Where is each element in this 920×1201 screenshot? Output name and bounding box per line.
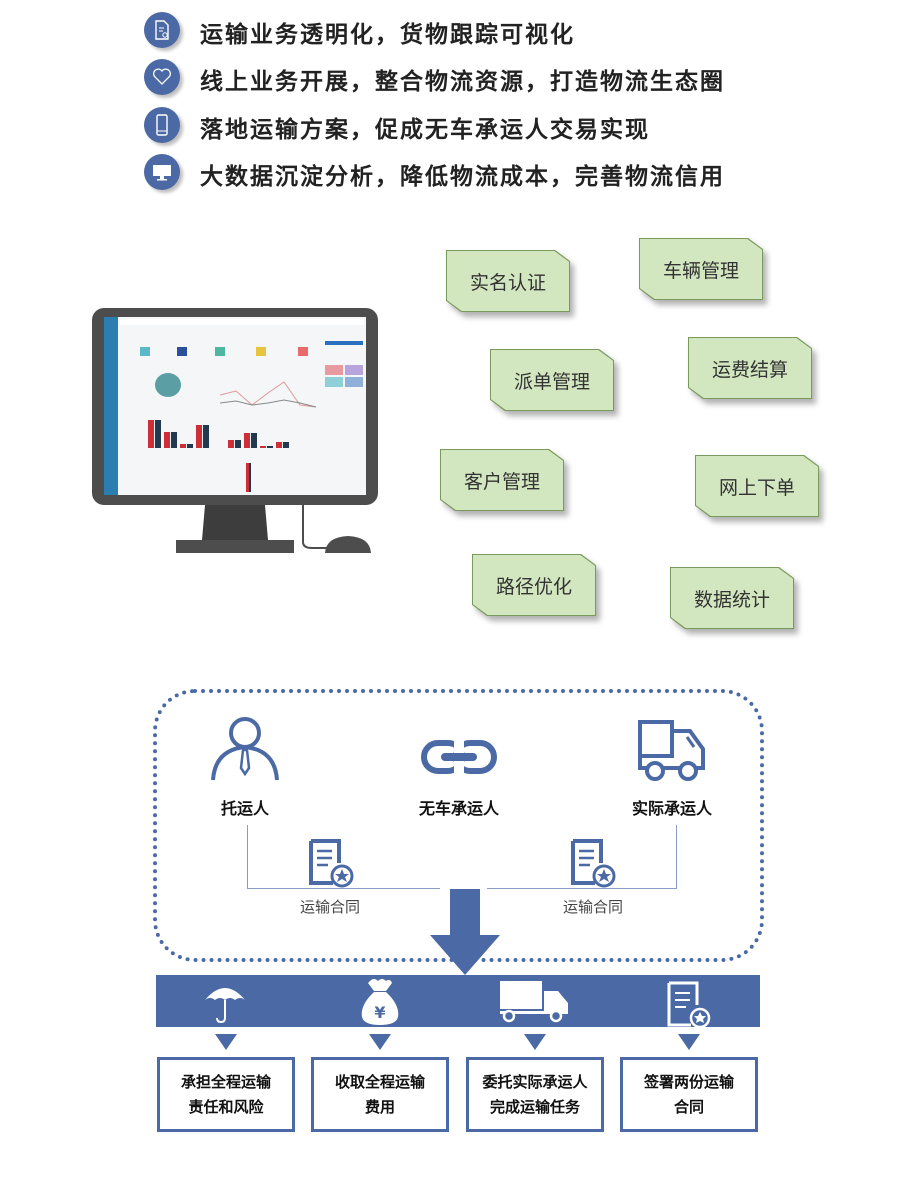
contract-icon: [308, 838, 354, 892]
monitor-illustration: [90, 305, 380, 560]
feature-note: 派单管理: [490, 349, 614, 411]
feature-note: 网上下单: [695, 455, 819, 517]
duty-line: 完成运输任务: [489, 1097, 580, 1116]
feature-note: 实名认证: [446, 250, 570, 312]
duty-line: 费用: [364, 1097, 395, 1116]
down-triangle: [678, 1034, 700, 1050]
down-triangle: [215, 1034, 237, 1050]
down-triangle: [369, 1034, 391, 1050]
duty-box: 收取全程运输费用: [311, 1057, 449, 1132]
duty-line: 委托实际承运人: [482, 1072, 588, 1091]
feature-note: 运费结算: [688, 337, 812, 399]
mobile-phone-icon: [144, 107, 180, 143]
bullet-text: 线上业务开展，整合物流资源，打造物流生态圈: [200, 69, 725, 95]
duty-line: 签署两份运输: [643, 1072, 734, 1091]
link-chain-icon: [421, 740, 497, 778]
contract-icon: [666, 980, 712, 1034]
duties-band: [156, 975, 760, 1027]
connector-line: [487, 825, 677, 889]
bullet-text: 大数据沉淀分析，降低物流成本，完善物流信用: [200, 164, 725, 190]
feature-note: 车辆管理: [639, 238, 763, 300]
money-bag-icon: ¥: [358, 977, 402, 1031]
contract-icon: [570, 838, 616, 892]
down-triangle: [524, 1034, 546, 1050]
monitor-icon: [144, 154, 180, 190]
feature-note: 数据统计: [670, 567, 794, 629]
duty-box: 承担全程运输责任和风险: [157, 1057, 295, 1132]
contract-label: 运输合同: [299, 898, 361, 916]
heart-icon: [144, 59, 180, 95]
yen-symbol: ¥: [374, 1003, 385, 1022]
role-shipper: 托运人: [220, 799, 270, 818]
duty-line: 承担全程运输: [180, 1072, 271, 1091]
role-non-vessel-carrier: 无车承运人: [418, 799, 500, 818]
connector-line: [247, 825, 440, 889]
contract-label: 运输合同: [562, 898, 624, 916]
umbrella-icon: [203, 980, 247, 1028]
bullet-text: 运输业务透明化，货物跟踪可视化: [200, 22, 575, 48]
duty-box: 签署两份运输合同: [620, 1057, 758, 1132]
down-arrow: [430, 889, 500, 981]
shipper-person-icon: [210, 714, 282, 786]
duty-line: 责任和风险: [188, 1097, 264, 1116]
truck-icon: [637, 719, 709, 787]
feature-note: 客户管理: [440, 449, 564, 511]
duty-line: 合同: [673, 1097, 704, 1116]
duty-box: 委托实际承运人完成运输任务: [466, 1057, 604, 1132]
document-search-icon: [144, 12, 180, 48]
feature-note: 路径优化: [472, 554, 596, 616]
role-actual-carrier: 实际承运人: [631, 799, 713, 818]
bullet-text: 落地运输方案，促成无车承运人交易实现: [200, 117, 650, 143]
truck-icon: [500, 981, 572, 1027]
duty-line: 收取全程运输: [334, 1072, 425, 1091]
